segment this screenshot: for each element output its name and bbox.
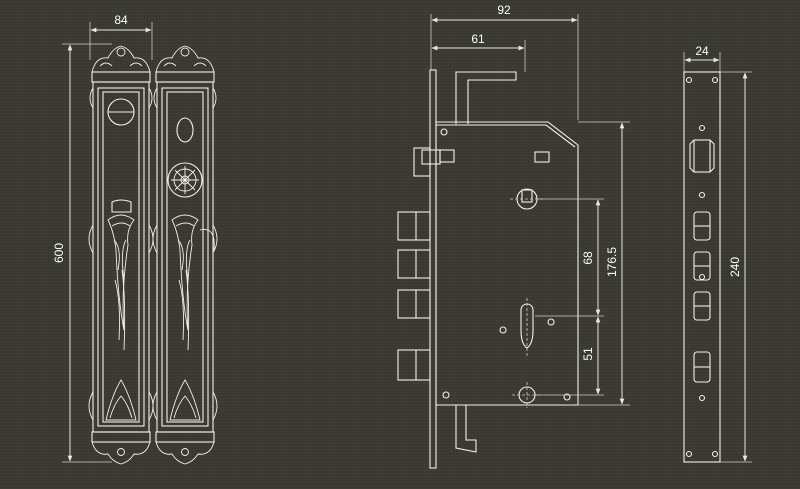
keyhole-icon xyxy=(176,117,194,143)
cylinder-offset-label: 51 xyxy=(581,347,595,361)
strike-plate: 24 240 xyxy=(683,44,752,463)
handle-width-label: 84 xyxy=(114,13,128,27)
spacing-label: 68 xyxy=(581,251,595,265)
handle-height-label: 600 xyxy=(52,243,66,263)
strike-height-label: 240 xyxy=(728,257,742,277)
backset-label: 61 xyxy=(471,32,485,46)
lock-length-label: 176.5 xyxy=(605,247,619,277)
interior-handle-plate xyxy=(152,45,218,465)
mortise-lock-body: 92 61 xyxy=(397,3,630,469)
exterior-handle-plate xyxy=(88,45,154,465)
lock-faceplate xyxy=(429,69,437,469)
strike-width-label: 24 xyxy=(695,44,709,58)
rosette-knob-icon xyxy=(167,162,203,198)
cylinder-cutout-icon xyxy=(520,303,534,349)
latch-bolt xyxy=(397,211,431,241)
lock-width-label: 92 xyxy=(497,3,511,17)
handle-set: 84 600 xyxy=(52,13,218,465)
